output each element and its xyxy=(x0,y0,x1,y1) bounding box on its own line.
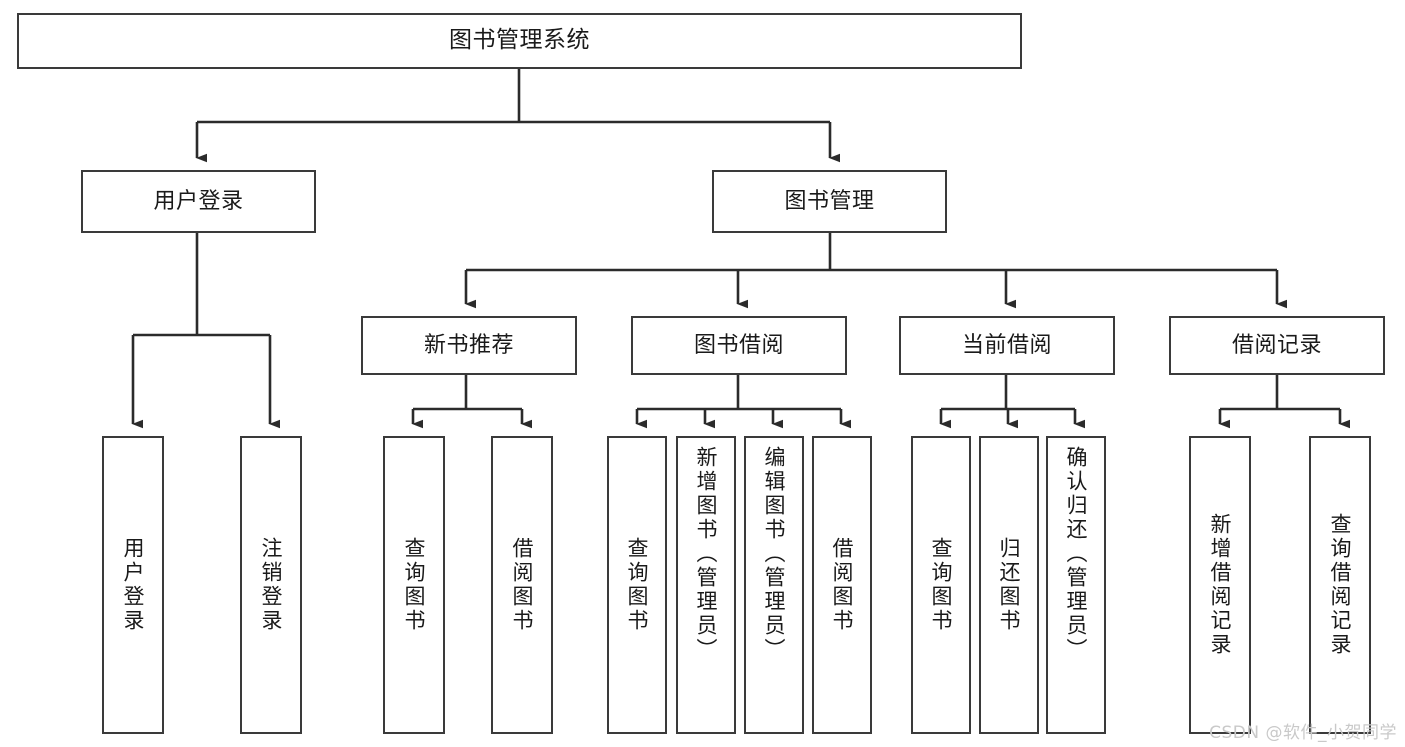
leaf-query-record[interactable]: 查询借阅记录 xyxy=(1309,436,1371,734)
node-new-book-recommend-label: 新书推荐 xyxy=(423,332,514,358)
leaf-query-record-label: 查询借阅记录 xyxy=(1328,513,1353,657)
leaf-query-book-1[interactable]: 查询图书 xyxy=(383,436,445,734)
leaf-query-book-2-label: 查询图书 xyxy=(625,537,650,633)
leaf-edit-book-label: 编辑图书（管理员） xyxy=(762,446,787,662)
node-root-label: 图书管理系统 xyxy=(449,27,590,54)
leaf-logout-label: 注销登录 xyxy=(259,537,284,633)
node-book-borrow[interactable]: 图书借阅 xyxy=(631,316,847,375)
node-book-manage[interactable]: 图书管理 xyxy=(712,170,947,233)
leaf-borrow-book-1[interactable]: 借阅图书 xyxy=(491,436,553,734)
leaf-query-book-3-label: 查询图书 xyxy=(929,537,954,633)
leaf-query-book-2[interactable]: 查询图书 xyxy=(607,436,667,734)
leaf-add-record-label: 新增借阅记录 xyxy=(1208,513,1233,657)
leaf-add-book-label: 新增图书（管理员） xyxy=(694,446,719,662)
leaf-user-login-label: 用户登录 xyxy=(121,537,146,633)
leaf-confirm-return[interactable]: 确认归还（管理员） xyxy=(1046,436,1106,734)
leaf-add-record[interactable]: 新增借阅记录 xyxy=(1189,436,1251,734)
leaf-confirm-return-label: 确认归还（管理员） xyxy=(1064,446,1089,662)
leaf-user-login[interactable]: 用户登录 xyxy=(102,436,164,734)
node-book-borrow-label: 图书借阅 xyxy=(693,332,784,358)
node-root[interactable]: 图书管理系统 xyxy=(17,13,1022,69)
leaf-add-book[interactable]: 新增图书（管理员） xyxy=(676,436,736,734)
leaf-return-book[interactable]: 归还图书 xyxy=(979,436,1039,734)
node-borrow-record-label: 借阅记录 xyxy=(1231,332,1322,358)
csdn-watermark: CSDN @软件_小贺同学 xyxy=(1209,723,1397,743)
node-new-book-recommend[interactable]: 新书推荐 xyxy=(361,316,577,375)
leaf-return-book-label: 归还图书 xyxy=(997,537,1022,633)
node-book-manage-label: 图书管理 xyxy=(784,188,875,214)
node-borrow-record[interactable]: 借阅记录 xyxy=(1169,316,1385,375)
leaf-edit-book[interactable]: 编辑图书（管理员） xyxy=(744,436,804,734)
leaf-borrow-book-2-label: 借阅图书 xyxy=(830,537,855,633)
leaf-borrow-book-1-label: 借阅图书 xyxy=(510,537,535,633)
leaf-query-book-1-label: 查询图书 xyxy=(402,537,427,633)
leaf-logout[interactable]: 注销登录 xyxy=(240,436,302,734)
node-user-login[interactable]: 用户登录 xyxy=(81,170,316,233)
leaf-query-book-3[interactable]: 查询图书 xyxy=(911,436,971,734)
leaf-borrow-book-2[interactable]: 借阅图书 xyxy=(812,436,872,734)
node-current-borrow[interactable]: 当前借阅 xyxy=(899,316,1115,375)
node-user-login-label: 用户登录 xyxy=(153,188,244,214)
node-current-borrow-label: 当前借阅 xyxy=(961,332,1052,358)
